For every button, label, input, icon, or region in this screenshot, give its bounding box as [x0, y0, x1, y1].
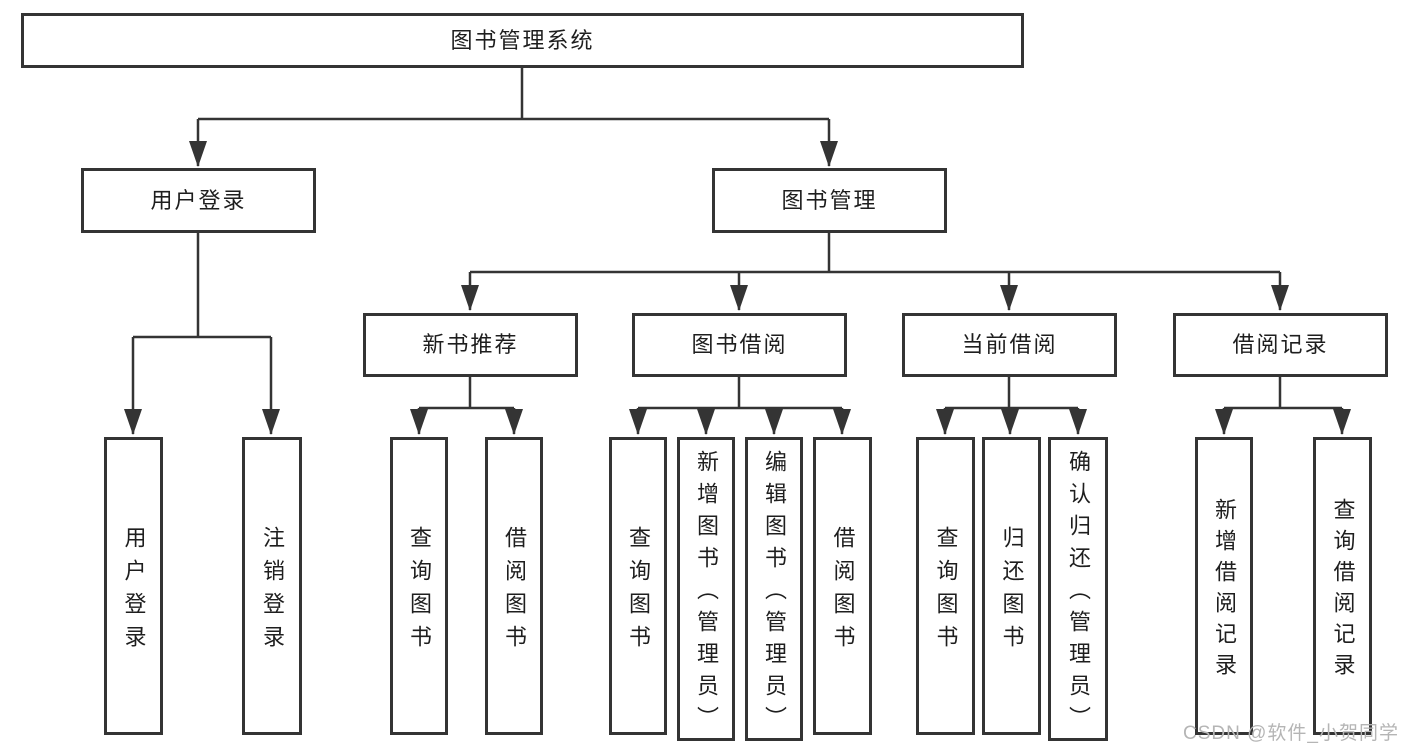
leaf-add-borrow-record: 新增借阅记录	[1195, 437, 1253, 735]
node-label: 当前借阅	[961, 332, 1058, 357]
node-label: 图书管理系统	[450, 27, 595, 53]
node-label: 借阅图书	[502, 525, 527, 658]
leaf-return-books: 归还图书	[982, 437, 1041, 735]
leaf-user-login: 用户登录	[104, 437, 163, 735]
node-user-login: 用户登录	[81, 168, 316, 233]
leaf-logout: 注销登录	[242, 437, 302, 735]
node-book-borrowing: 图书借阅	[632, 313, 847, 377]
node-label: 确认归还（管理员）	[1066, 450, 1091, 738]
leaf-borrow-books-recommend: 借阅图书	[485, 437, 543, 735]
node-label: 新增图书（管理员）	[694, 450, 719, 738]
leaf-confirm-return-admin: 确认归还（管理员）	[1048, 437, 1108, 741]
node-borrowing-records: 借阅记录	[1173, 313, 1388, 377]
node-label: 查询借阅记录	[1330, 497, 1356, 684]
node-label: 归还图书	[999, 525, 1025, 658]
node-new-book-recommendation: 新书推荐	[363, 313, 578, 377]
watermark: CSDN @软件_小贺同学	[1183, 723, 1399, 744]
node-label: 用户登录	[121, 525, 147, 658]
leaf-query-borrow-record: 查询借阅记录	[1313, 437, 1372, 735]
leaf-query-books-current: 查询图书	[916, 437, 975, 735]
node-label: 用户登录	[150, 187, 247, 213]
node-label: 查询图书	[626, 525, 651, 658]
node-current-borrowing: 当前借阅	[902, 313, 1117, 377]
node-book-management: 图书管理	[712, 168, 947, 233]
node-label: 查询图书	[933, 525, 959, 658]
leaf-edit-book-admin: 编辑图书（管理员）	[745, 437, 803, 741]
node-library-management-system: 图书管理系统	[21, 13, 1024, 68]
leaf-add-book-admin: 新增图书（管理员）	[677, 437, 735, 741]
leaf-query-books-recommend: 查询图书	[390, 437, 448, 735]
node-label: 图书管理	[781, 187, 878, 213]
node-label: 图书借阅	[691, 332, 788, 357]
leaf-query-books-borrow: 查询图书	[609, 437, 667, 735]
node-label: 借阅图书	[830, 525, 856, 658]
node-label: 查询图书	[407, 525, 432, 658]
node-label: 新增借阅记录	[1212, 497, 1237, 684]
node-label: 新书推荐	[422, 332, 519, 357]
leaf-borrow-books: 借阅图书	[813, 437, 872, 735]
node-label: 注销登录	[260, 525, 285, 658]
node-label: 借阅记录	[1232, 332, 1329, 357]
node-label: 编辑图书（管理员）	[762, 450, 787, 738]
